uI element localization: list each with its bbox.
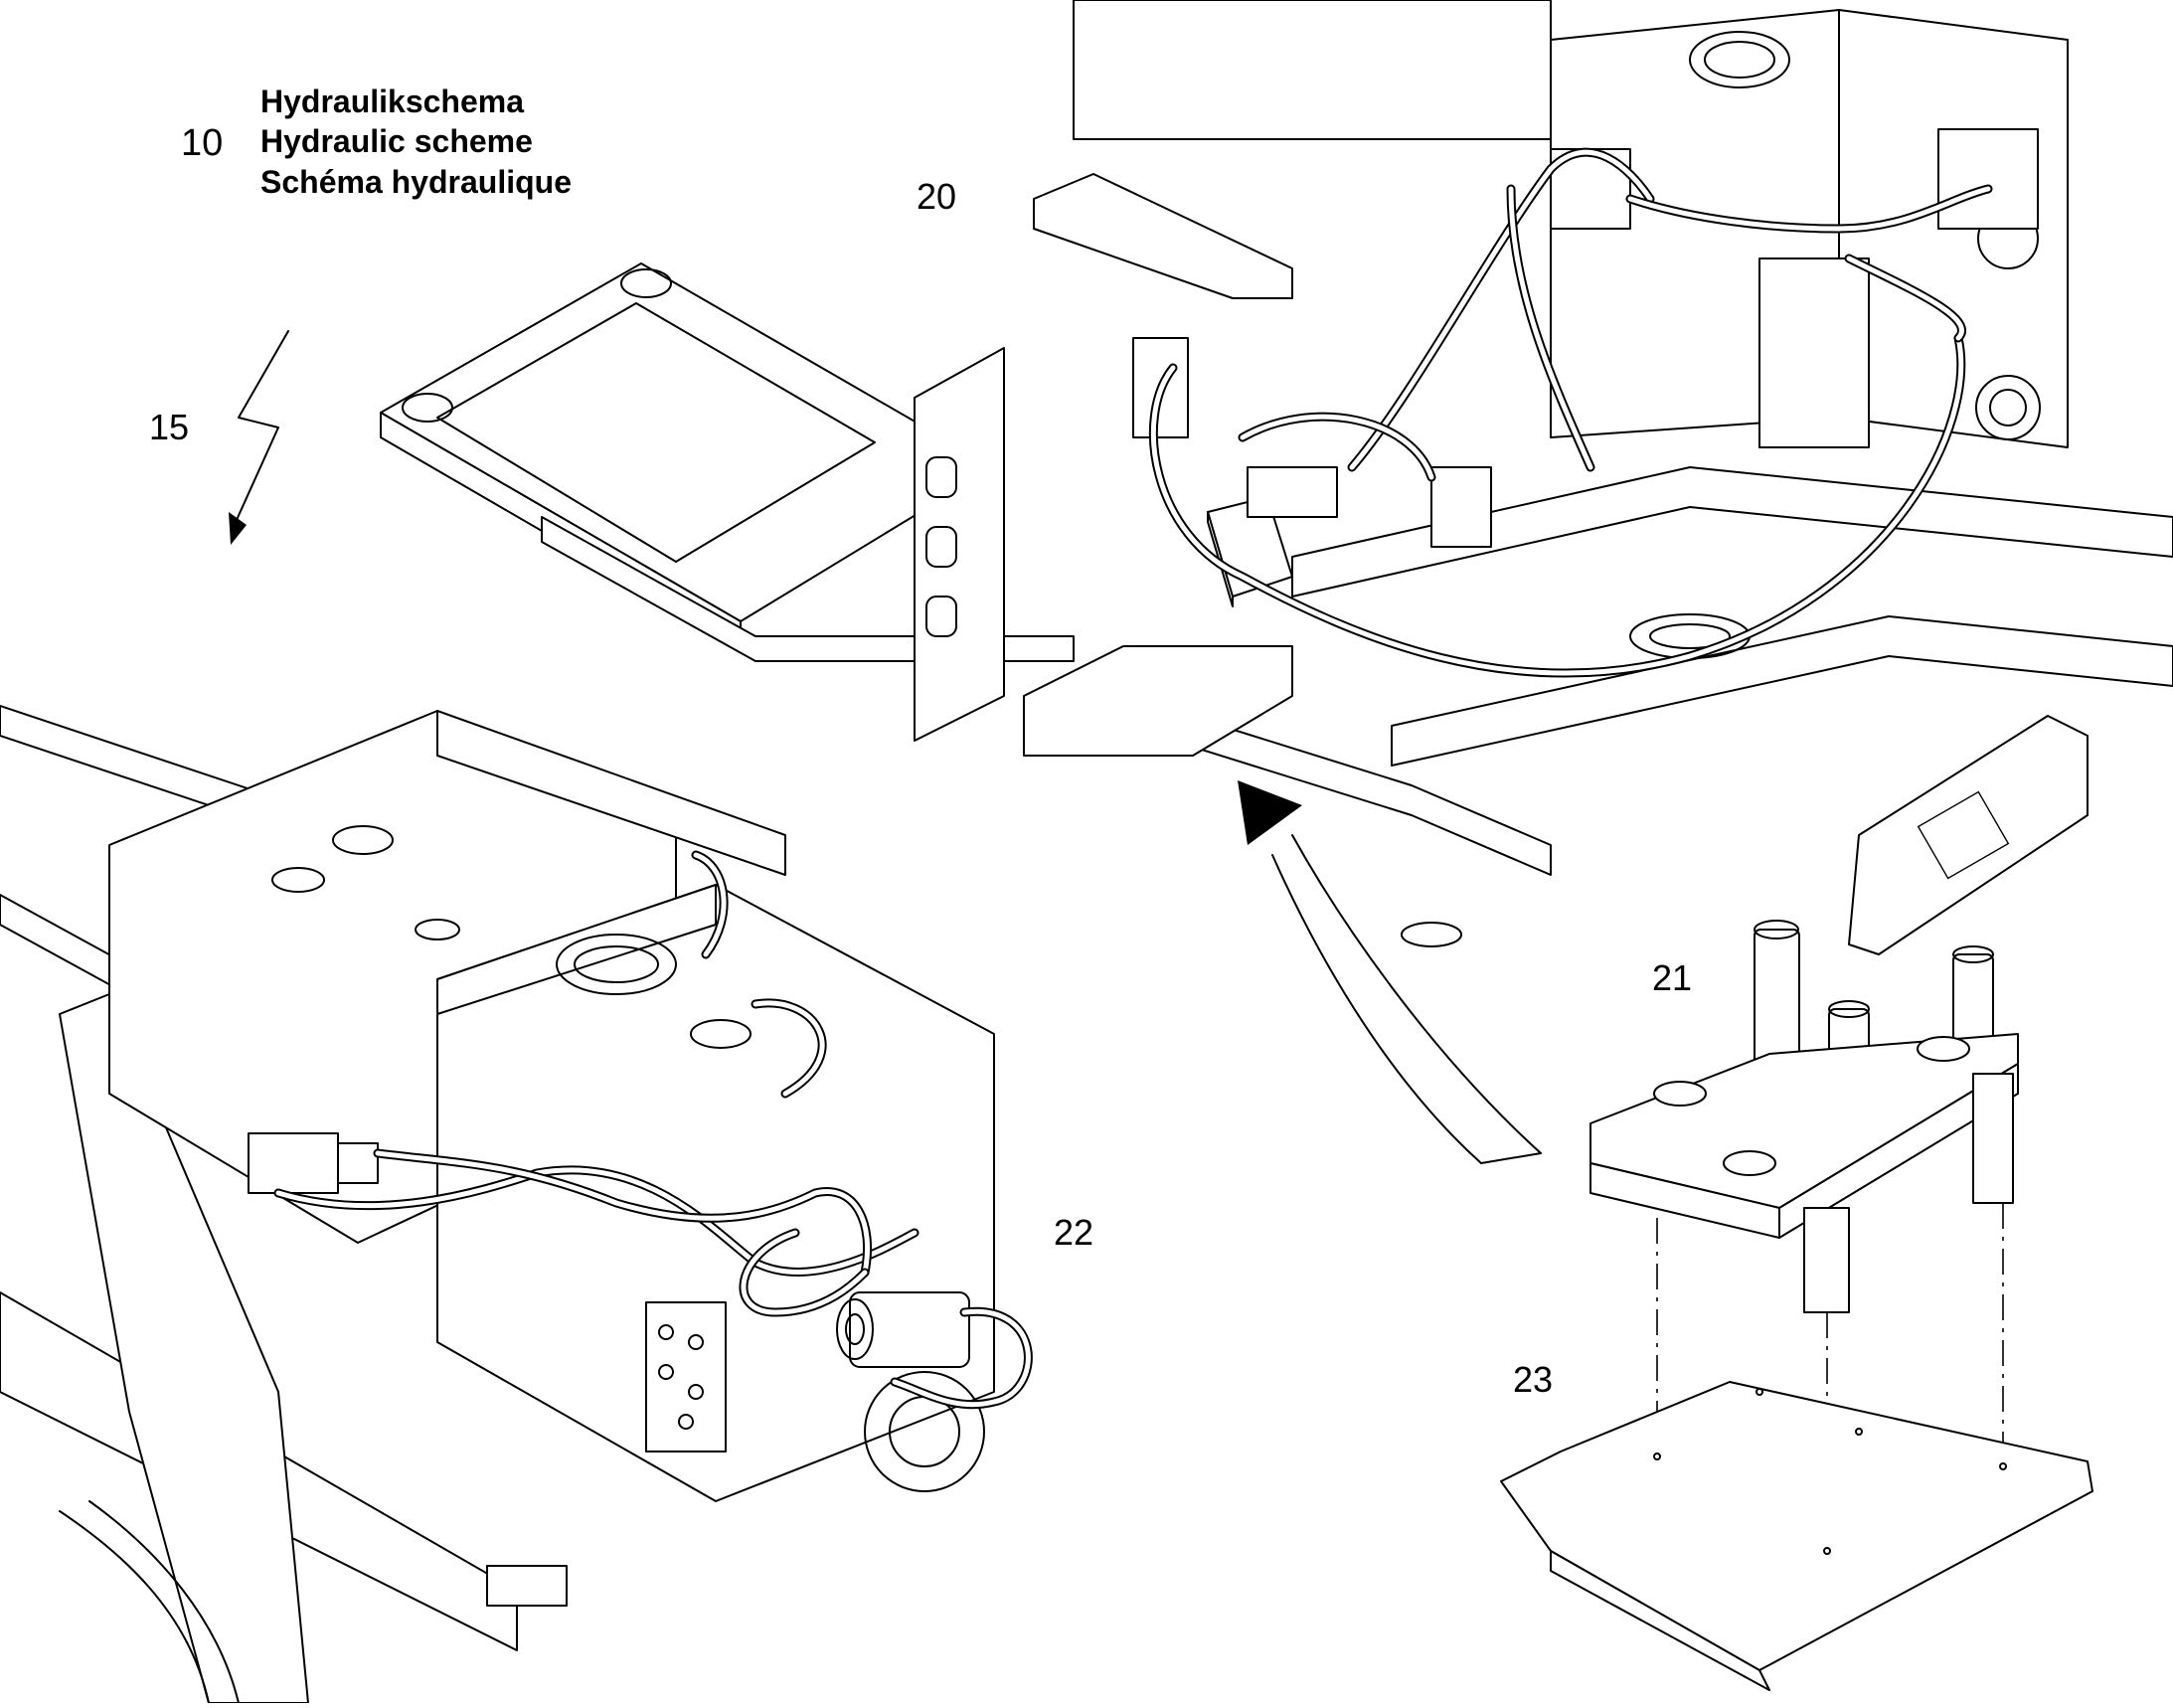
pump-assembly bbox=[0, 705, 1033, 1704]
callout-base-plate: 23 bbox=[1513, 1359, 1554, 1400]
callout-plate-assembly: 21 bbox=[1652, 957, 1693, 998]
title-line-en: Hydraulic scheme bbox=[260, 123, 533, 159]
title-number: 10 bbox=[181, 122, 224, 164]
callout-upper-assembly: 20 bbox=[917, 176, 957, 217]
base-plate bbox=[1500, 1381, 2093, 1691]
upper-frame-assembly bbox=[380, 0, 2173, 947]
callout-pump-assembly: 22 bbox=[1054, 1212, 1094, 1253]
title-line-fr: Schéma hydraulique bbox=[260, 164, 572, 200]
title-line-de: Hydraulikschema bbox=[260, 84, 525, 119]
lightning-bolt-icon bbox=[229, 330, 289, 545]
view-arrow-icon bbox=[1238, 780, 1542, 1164]
callout-warning: 15 bbox=[149, 407, 190, 447]
plate-assembly bbox=[1589, 715, 2089, 1551]
